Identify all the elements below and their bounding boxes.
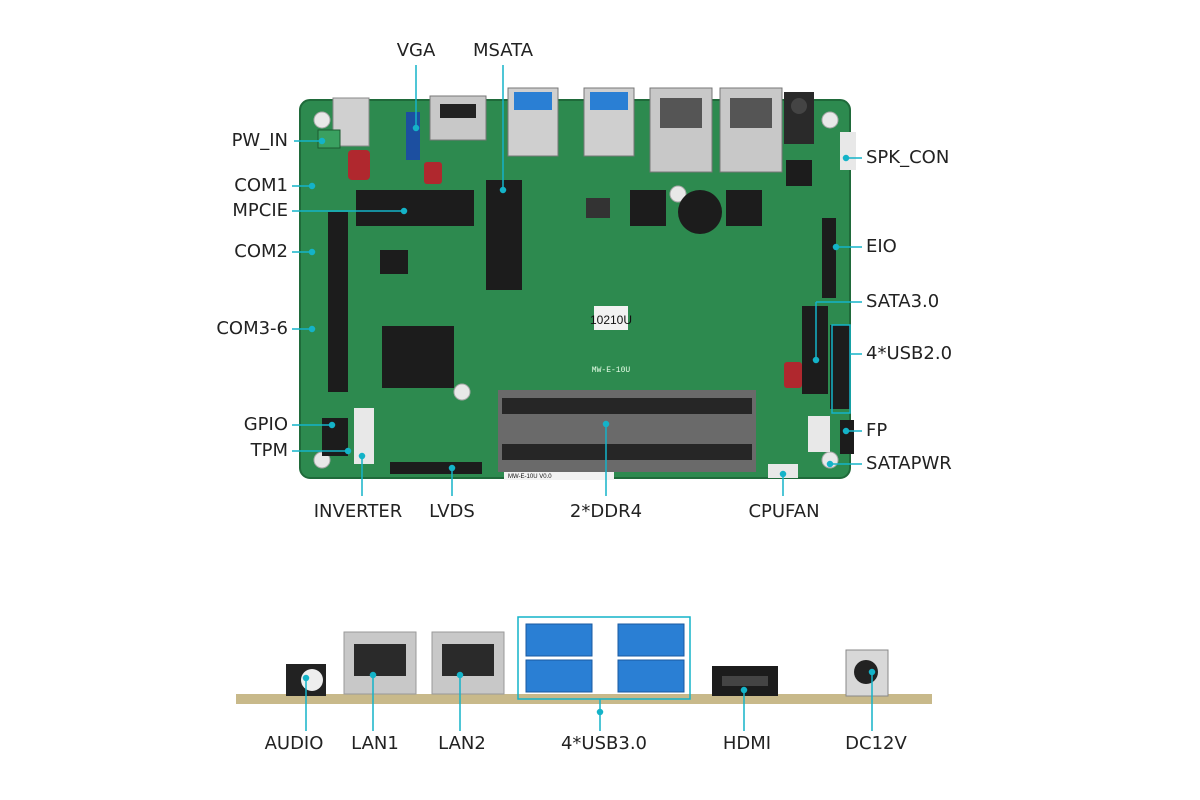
label-lvds: LVDS: [429, 501, 475, 522]
label-com1: COM1: [234, 175, 288, 196]
board-model: MW-E-10U: [592, 366, 631, 375]
label-satapwr: SATAPWR: [866, 453, 952, 474]
label-usb2: 4*USB2.0: [866, 343, 953, 364]
label-inverter: INVERTER: [313, 501, 403, 522]
label-pw-in: PW_IN: [231, 130, 288, 151]
cpu-label: 10210U: [590, 313, 632, 327]
label-sata3: SATA3.0: [866, 291, 940, 312]
rear-io-panel: [236, 623, 932, 704]
label-gpio: GPIO: [243, 414, 288, 435]
label-ddr4: 2*DDR4: [569, 501, 643, 522]
board-components: [317, 112, 856, 480]
label-msata: MSATA: [472, 40, 534, 61]
label-dc12v: DC12V: [845, 733, 907, 754]
label-hdmi: HDMI: [722, 733, 772, 754]
label-spk-con: SPK_CON: [866, 147, 950, 168]
label-cpufan: CPUFAN: [748, 501, 820, 522]
label-mpcie: MPCIE: [232, 200, 288, 221]
label-tpm: TPM: [250, 440, 288, 461]
label-audio: AUDIO: [264, 733, 324, 754]
label-usb3: 4*USB3.0: [560, 733, 648, 754]
leader-lines: [292, 65, 876, 731]
label-vga: VGA: [396, 40, 436, 61]
highlight-boxes: [517, 324, 851, 700]
label-com2: COM2: [234, 241, 288, 262]
board-silk: MW-E-10U V0.0: [508, 474, 552, 480]
label-lan2: LAN2: [438, 733, 486, 754]
label-eio: EIO: [866, 236, 897, 257]
label-fp: FP: [866, 420, 888, 441]
label-lan1: LAN1: [351, 733, 399, 754]
label-com3-6: COM3-6: [216, 318, 288, 339]
